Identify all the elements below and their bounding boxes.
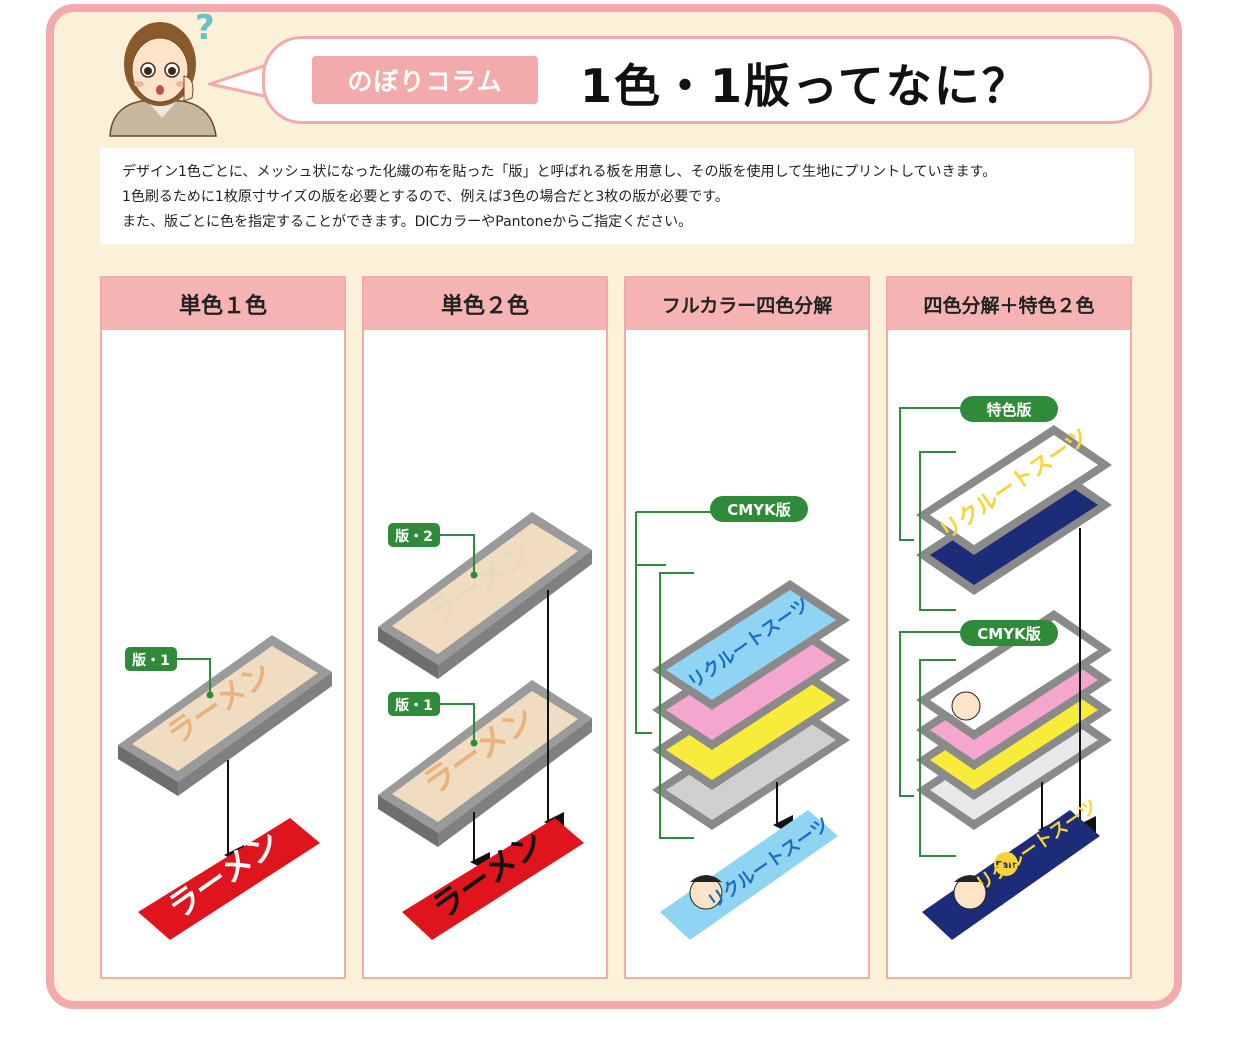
plate-label: CMYK版	[727, 501, 790, 519]
plate-label: 版・1	[132, 652, 170, 669]
print-result-recruit-fair: Fair リクルートスーツ	[922, 796, 1101, 940]
plate-label: 版・2	[395, 528, 433, 545]
cmyk-plate-stack: リクルートスーツ	[652, 580, 850, 830]
plate-label: 版・1	[395, 697, 433, 714]
banner-text: リクルートスーツ	[704, 814, 833, 913]
plate-label: CMYK版	[977, 625, 1040, 643]
print-result-recruit: リクルートスーツ	[660, 810, 838, 940]
spot-plate-stack: リクルートスーツ	[916, 424, 1112, 595]
plate-label: 特色版	[986, 401, 1031, 419]
